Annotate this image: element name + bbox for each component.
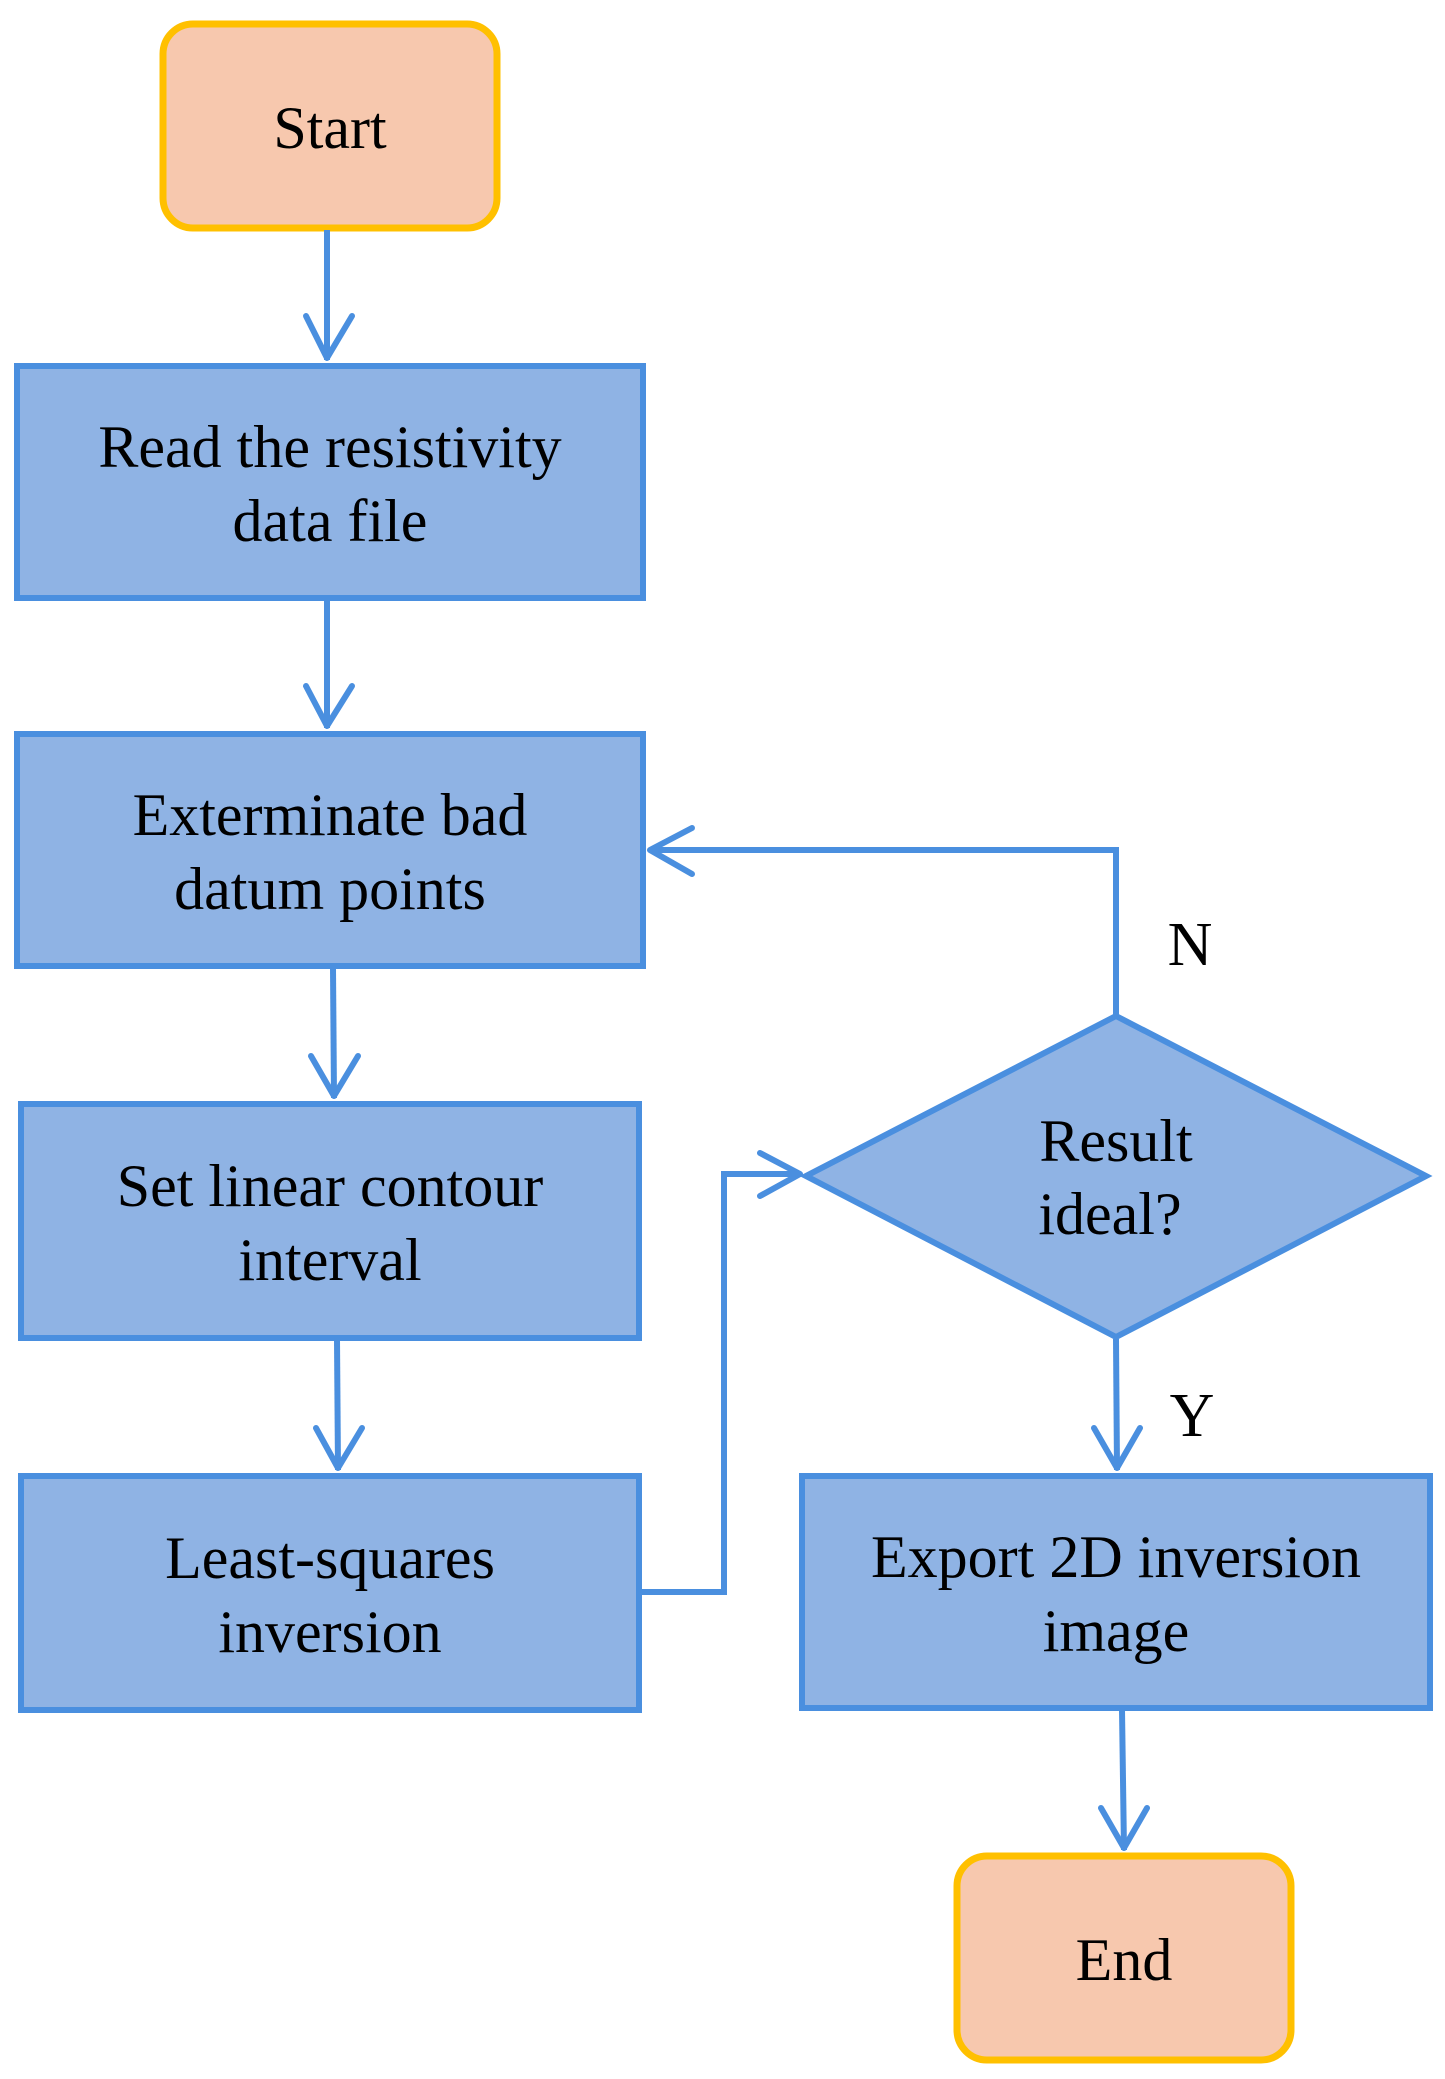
edge-label-no: N [1168,911,1213,979]
arrowhead-export-to-end [1098,1805,1150,1851]
connector-contour-to-inversion [334,1339,341,1471]
end-terminal-shape [953,1852,1295,2064]
exterminate-box [14,731,646,969]
set-contour-node: Set linear contour interval [18,1101,642,1341]
start-terminal-shape [159,20,501,232]
end-label: End [1076,1927,1173,1993]
read-file-box [14,363,646,601]
connector-export-to-end [1119,1709,1127,1851]
connectors [303,230,1150,1851]
set-contour-label-line1: Set linear contour [117,1153,544,1219]
arrowhead-inversion-to-decision [757,1150,803,1199]
export-label-line1: Export 2D inversion [871,1524,1361,1590]
export-label-line2: image [1043,1598,1190,1664]
export-box [799,1473,1433,1711]
arrowhead-contour-to-inversion [313,1425,365,1471]
arrowhead-decision-yes-to-export [1091,1425,1143,1471]
set-contour-box [18,1101,642,1341]
end-node: End [953,1852,1295,2064]
read-file-label-line1: Read the resistivity [98,414,561,480]
connector-inversion-to-decision [641,1171,800,1595]
decision-node: Result ideal? [799,1012,1433,1341]
exterminate-node: Exterminate bad datum points [14,731,646,969]
arrowhead-decision-no-to-exterminate [647,825,695,877]
decision-label-line1: Result [1039,1108,1193,1174]
connector-decision-no-to-exterminate [650,847,1119,1016]
edge-label-yes: Y [1170,1382,1215,1450]
read-file-label-line2: data file [233,488,428,554]
arrowhead-exterminate-to-contour [308,1053,361,1099]
exterminate-label-line2: datum points [174,856,486,922]
decision-diamond [799,1012,1433,1341]
arrowhead-start-to-read [303,313,355,361]
inversion-node: Least-squares inversion [18,1473,642,1713]
connector-decision-yes-to-export [1113,1338,1120,1471]
inversion-box [18,1473,642,1713]
connector-exterminate-to-contour [330,967,337,1099]
exterminate-label-line1: Exterminate bad [133,782,528,848]
inversion-label-line2: inversion [218,1599,441,1665]
start-label: Start [273,95,387,161]
arrowhead-read-to-exterminate [303,683,355,729]
start-node: Start [159,20,501,232]
read-file-node: Read the resistivity data file [14,363,646,601]
decision-label-line2: ideal? [1038,1181,1181,1247]
inversion-label-line1: Least-squares [165,1525,495,1591]
set-contour-label-line2: interval [238,1227,421,1293]
export-node: Export 2D inversion image [799,1473,1433,1711]
